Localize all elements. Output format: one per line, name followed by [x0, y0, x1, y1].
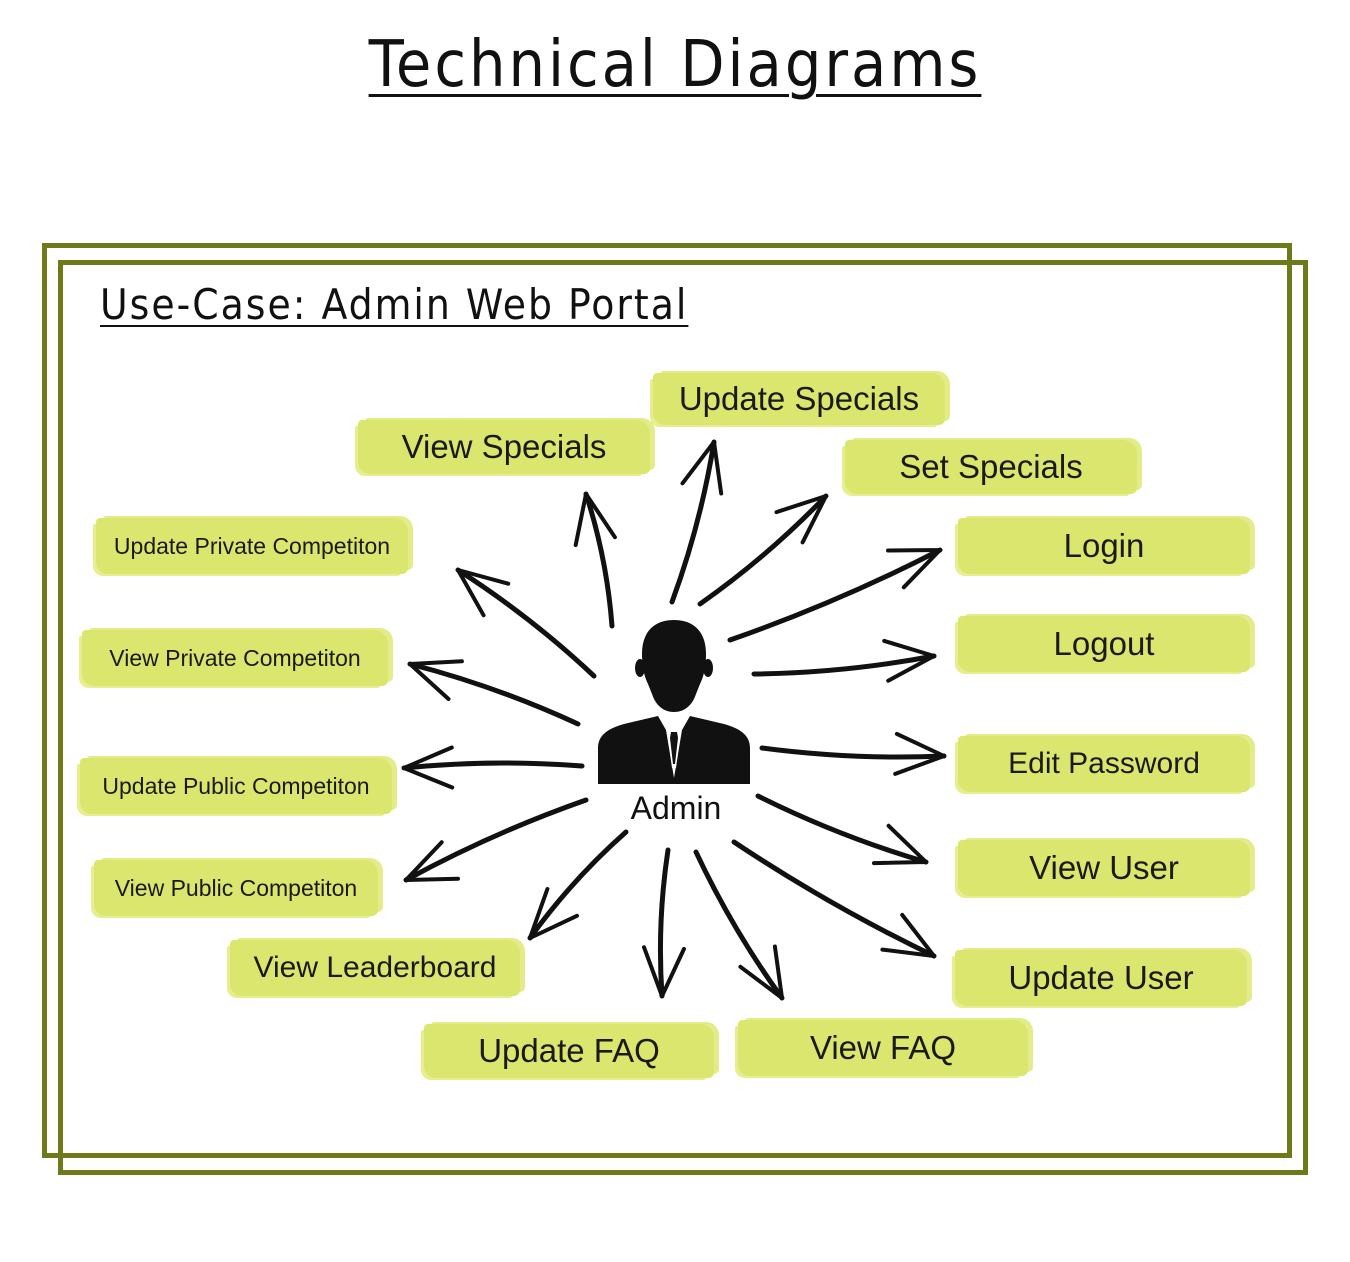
- arrowhead: [404, 840, 460, 882]
- admin-actor-icon: [598, 620, 750, 784]
- arrowhead: [573, 492, 617, 547]
- association-line: [669, 439, 717, 605]
- association-line: [657, 847, 671, 999]
- use-case-label: Update Specials: [678, 380, 920, 417]
- use-case-label: Update User: [1008, 959, 1194, 996]
- arrowhead: [456, 568, 511, 618]
- association-line: [731, 839, 937, 959]
- use-case-view-leaderboard[interactable]: View Leaderboard: [230, 940, 520, 996]
- use-case-update-specials[interactable]: Update Specials: [653, 373, 945, 425]
- use-case-edit-password[interactable]: Edit Password: [958, 736, 1250, 792]
- use-case-label: Edit Password: [1008, 747, 1200, 780]
- use-case-view-private-competition[interactable]: View Private Competiton: [82, 630, 388, 686]
- association-line: [759, 745, 947, 760]
- use-case-label: Update Private Competiton: [113, 532, 391, 559]
- use-case-update-public-competition[interactable]: Update Public Competiton: [80, 758, 392, 814]
- use-case-update-faq[interactable]: Update FAQ: [424, 1024, 714, 1078]
- association-line: [583, 491, 615, 629]
- diagram-frame-front: [58, 260, 1308, 1175]
- arrowhead: [738, 944, 784, 1000]
- arrowhead: [880, 912, 936, 958]
- arrowhead: [402, 745, 455, 790]
- use-case-update-private-competition[interactable]: Update Private Competiton: [96, 518, 408, 574]
- arrowhead: [882, 638, 936, 683]
- association-line: [693, 849, 785, 1001]
- association-line: [727, 547, 943, 643]
- arrowhead: [774, 494, 828, 545]
- use-case-view-public-competition[interactable]: View Public Competiton: [94, 860, 378, 916]
- use-case-view-specials[interactable]: View Specials: [358, 420, 650, 474]
- use-case-label: View Leaderboard: [253, 951, 497, 984]
- arrowhead: [886, 548, 942, 590]
- arrowhead: [642, 945, 686, 998]
- use-case-update-user[interactable]: Update User: [955, 950, 1247, 1006]
- use-case-label: Logout: [1053, 625, 1155, 662]
- page-title: Technical Diagrams: [0, 28, 1350, 102]
- section-title: Use-Case: Admin Web Portal: [100, 280, 688, 329]
- diagram-frame-back: [42, 243, 1292, 1158]
- use-case-label: Update Public Competiton: [102, 772, 370, 799]
- use-case-set-specials[interactable]: Set Specials: [845, 440, 1137, 494]
- association-line: [455, 567, 597, 679]
- use-case-label: Set Specials: [899, 448, 1083, 485]
- arrowhead: [893, 731, 946, 776]
- arrowhead: [408, 659, 464, 701]
- use-case-login[interactable]: Login: [958, 518, 1250, 574]
- arrowhead: [680, 440, 724, 496]
- use-case-logout[interactable]: Logout: [958, 616, 1250, 672]
- use-case-label: View User: [1029, 849, 1179, 886]
- section-title-text: Use-Case: Admin Web Portal: [100, 280, 689, 329]
- use-case-label: Update FAQ: [478, 1032, 660, 1069]
- association-line: [401, 760, 585, 771]
- association-line: [751, 653, 937, 677]
- use-case-label: View Public Competiton: [114, 874, 358, 901]
- arrowhead: [528, 887, 579, 940]
- use-case-label: View Specials: [401, 428, 607, 465]
- use-case-label: View Private Competiton: [109, 644, 361, 671]
- use-case-view-user[interactable]: View User: [958, 840, 1250, 896]
- association-line: [407, 661, 581, 727]
- use-case-label: Login: [1063, 527, 1145, 564]
- association-line: [697, 493, 829, 607]
- use-case-view-faq[interactable]: View FAQ: [738, 1020, 1028, 1076]
- arrowhead: [872, 823, 928, 866]
- association-line: [755, 793, 929, 865]
- page-title-text: Technical Diagrams: [368, 28, 982, 102]
- association-line: [403, 797, 589, 883]
- association-line: [527, 829, 629, 941]
- actor-label: Admin: [630, 790, 722, 826]
- use-case-label: View FAQ: [809, 1029, 957, 1066]
